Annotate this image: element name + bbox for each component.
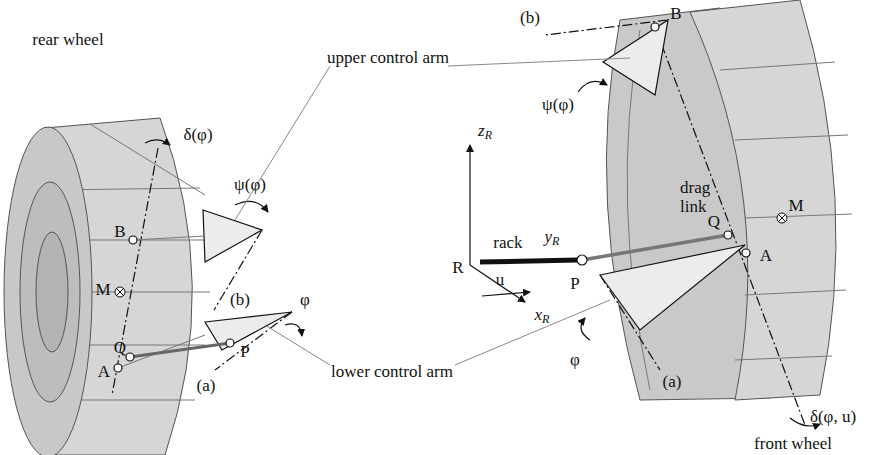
angle-label: φ <box>300 291 310 310</box>
variable-label: u <box>496 271 505 290</box>
axis-label: (a) <box>663 373 682 392</box>
caption-label: rear wheel <box>32 31 103 50</box>
axis-label: zR <box>478 122 492 142</box>
point-label: M <box>95 281 110 300</box>
part-label: drag link <box>680 179 720 216</box>
axis-label: (b) <box>520 9 540 28</box>
point-label: B <box>670 5 681 24</box>
axis-subscript: R <box>552 234 559 248</box>
axis-subscript: R <box>485 128 492 142</box>
point-label: Q <box>114 339 126 358</box>
caption-label: front wheel <box>754 435 832 454</box>
part-label: lower control arm <box>331 363 453 382</box>
point-label: Q <box>708 213 720 232</box>
point-label: A <box>98 363 110 382</box>
angle-label: ψ(φ) <box>542 96 574 115</box>
angle-label: δ(φ, u) <box>810 408 856 427</box>
axis-label: (a) <box>197 377 216 396</box>
point-label: A <box>760 247 772 266</box>
angle-label: ψ(φ) <box>234 176 266 195</box>
axis-label: yR <box>545 228 560 248</box>
part-label: rack <box>493 234 522 253</box>
axis-label: xR <box>535 306 550 326</box>
axis-label: (b) <box>230 291 250 310</box>
point-label: B <box>114 223 125 242</box>
axis-subscript: R <box>542 312 549 326</box>
point-label: R <box>452 259 463 278</box>
point-label: P <box>240 343 249 362</box>
axis-symbol: y <box>545 227 553 246</box>
angle-label: φ <box>570 351 580 370</box>
part-label: upper control arm <box>327 49 449 68</box>
point-label: P <box>570 275 579 294</box>
axis-symbol: x <box>535 305 543 324</box>
point-label: M <box>788 197 803 216</box>
angle-label: δ(φ) <box>183 126 212 145</box>
axis-symbol: z <box>478 121 485 140</box>
